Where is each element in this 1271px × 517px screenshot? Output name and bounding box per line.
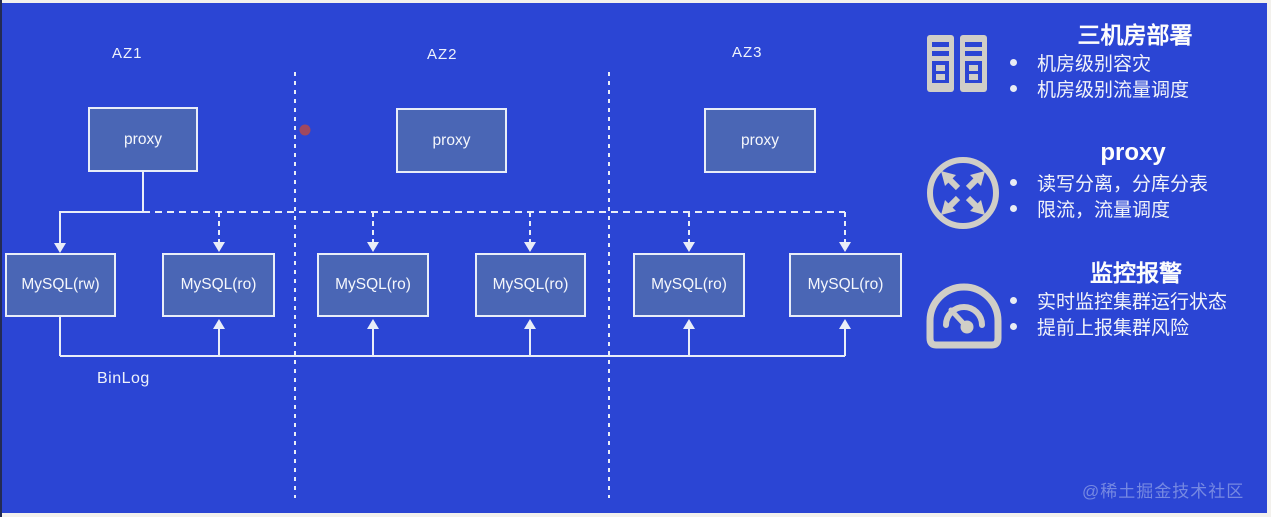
frame-edge xyxy=(0,0,1271,3)
mysql-ro-node: MySQL(ro) xyxy=(475,253,586,317)
legend-title: 监控报警 xyxy=(1090,260,1182,286)
az-label: AZ3 xyxy=(732,44,763,61)
gauge-icon xyxy=(926,283,1002,349)
proxy-node: proxy xyxy=(704,108,816,173)
bullet-dot-icon xyxy=(1010,205,1017,212)
frame-edge xyxy=(0,513,1271,517)
bullet-dot-icon xyxy=(1010,179,1017,186)
router-arrows-icon xyxy=(927,157,999,229)
legend-bullet: 机房级别流量调度 xyxy=(1010,75,1189,102)
mysql-ro-node: MySQL(ro) xyxy=(633,253,745,317)
frame-edge xyxy=(0,0,2,517)
arrowheads xyxy=(54,242,851,329)
bullet-dot-icon xyxy=(1010,297,1017,304)
mysql-ro-node: MySQL(ro) xyxy=(789,253,902,317)
legend-bullet: 提前上报集群风险 xyxy=(1010,313,1189,340)
bullet-dot-icon xyxy=(1010,85,1017,92)
legend-bullet: 限流，流量调度 xyxy=(1010,195,1170,222)
proxy-node: proxy xyxy=(396,108,507,173)
legend-bullet: 机房级别容灾 xyxy=(1010,49,1151,76)
mysql-rw-node: MySQL(rw) xyxy=(5,253,116,317)
bullet-dot-icon xyxy=(1010,59,1017,66)
bullet-dot-icon xyxy=(1010,323,1017,330)
mysql-ro-node: MySQL(ro) xyxy=(317,253,429,317)
red-pointer-dot xyxy=(299,124,311,136)
mysql-ro-node: MySQL(ro) xyxy=(162,253,275,317)
legend-title: proxy xyxy=(1100,139,1166,166)
binlog-label: BinLog xyxy=(97,370,150,387)
az-label: AZ2 xyxy=(427,46,458,63)
legend-bullet: 读写分离，分库分表 xyxy=(1010,169,1208,196)
legend-title: 三机房部署 xyxy=(1077,22,1193,48)
watermark: @稀土掘金技术社区 xyxy=(1082,482,1245,501)
proxy-node: proxy xyxy=(88,107,198,172)
az-label: AZ1 xyxy=(112,45,143,62)
server-racks-icon xyxy=(927,35,987,92)
legend-bullet: 实时监控集群运行状态 xyxy=(1010,287,1227,314)
frame-edge xyxy=(1267,0,1271,517)
